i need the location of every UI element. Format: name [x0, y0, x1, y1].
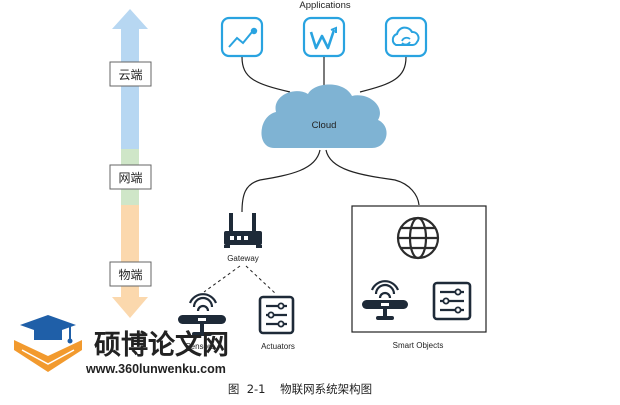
layer-label-network: 网端	[109, 164, 152, 190]
smart-objects-label: Smart Objects	[393, 341, 444, 350]
figure-caption: 图 2-1 物联网系统架构图	[228, 382, 372, 396]
actuators-label: Actuators	[261, 342, 295, 351]
applications-title: Applications	[299, 0, 350, 11]
w-app-icon	[302, 16, 346, 58]
cloud-connectors	[241, 149, 420, 213]
sensors-label: Sensors	[185, 342, 214, 351]
cloud-sync-app-icon	[384, 16, 428, 58]
smart-sensor-icon	[362, 280, 408, 320]
globe-icon	[396, 216, 440, 260]
svg-text:云端: 云端	[118, 68, 142, 82]
layer-label-thing: 物端	[109, 261, 152, 287]
layer-label-cloud: 云端	[109, 61, 152, 87]
watermark-title: 硕博论文网	[94, 329, 229, 361]
sensor-icon	[178, 293, 226, 336]
watermark-url: www.360lunwenku.com	[85, 362, 226, 376]
smart-actuator-icon	[432, 281, 472, 321]
actuator-icon	[258, 295, 295, 335]
app-connectors	[241, 56, 407, 93]
svg-text:物端: 物端	[118, 268, 142, 282]
router-icon	[224, 213, 262, 248]
analytics-app-icon	[220, 16, 264, 58]
gateway-connectors	[203, 265, 277, 295]
svg-text:网端: 网端	[118, 171, 142, 185]
gateway-label: Gateway	[227, 254, 259, 263]
cloud-label: Cloud	[312, 120, 337, 131]
watermark-logo-icon	[14, 315, 82, 372]
cloud-shape	[261, 84, 387, 148]
